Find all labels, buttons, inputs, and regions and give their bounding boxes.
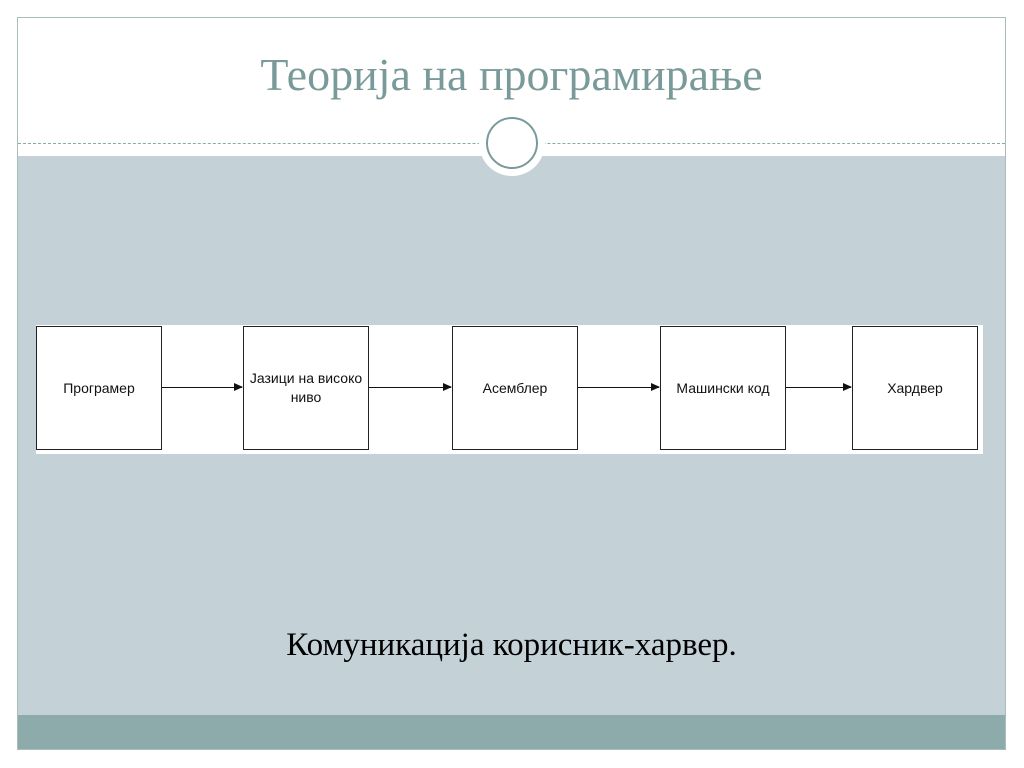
footer-band [18,715,1005,749]
arrow-assembler-to-machine-code [578,383,660,391]
node-assembler: Асемблер [452,326,578,450]
node-label: Јазици на високо ниво [249,370,363,405]
arrow-machine-code-to-hardware [786,383,852,391]
node-hardware: Хардвер [852,326,978,450]
slide-frame: Теорија на програмирање Програмер Јазици… [17,17,1006,750]
node-label: Хардвер [887,379,943,396]
arrow-programmer-to-high-level-languages [162,383,243,391]
node-machine-code: Машински код [660,326,786,450]
node-label: Програмер [63,379,135,396]
arrow-high-level-languages-to-assembler [369,383,452,391]
slide-caption: Комуникација корисник-харвер. [286,627,737,663]
flow-diagram: Програмер Јазици на високо ниво Асемблер… [36,325,983,454]
node-label: Машински код [676,379,770,396]
decorative-circle-icon [486,117,538,169]
node-high-level-languages: Јазици на високо ниво [243,326,369,450]
node-programmer: Програмер [36,326,162,450]
slide-title: Теорија на програмирање [260,49,763,100]
node-label: Асемблер [482,379,548,396]
